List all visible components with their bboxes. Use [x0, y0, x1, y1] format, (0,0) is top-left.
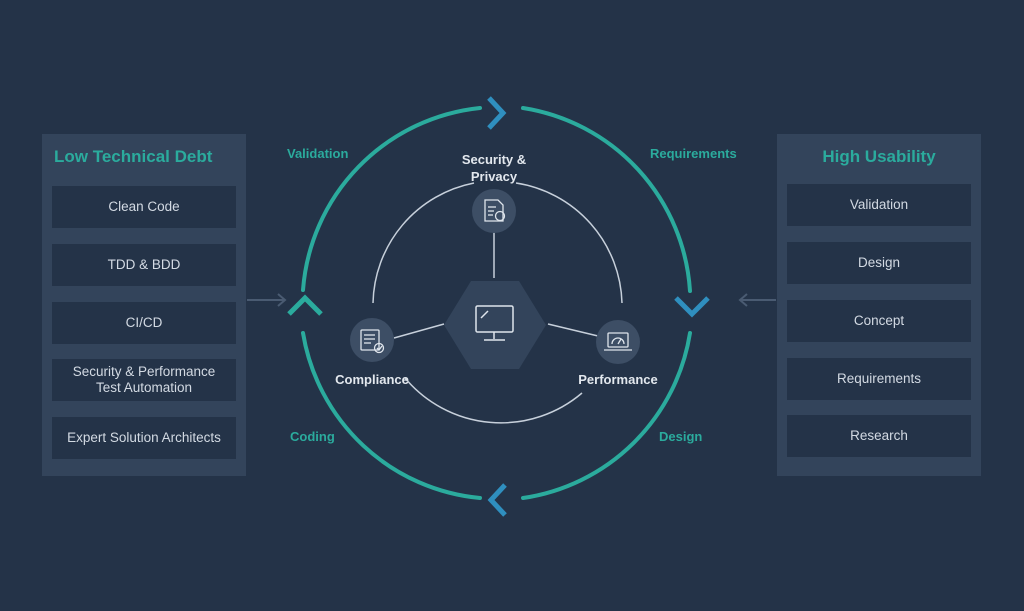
node-label-performance: Performance [578, 372, 658, 387]
arrow-left-icon [738, 293, 748, 307]
list-item-tdd-bdd: TDD & BDD [52, 244, 236, 286]
cycle-label-design: Design [659, 429, 703, 444]
list-item-design: Design [787, 242, 971, 284]
chevron-up-icon [287, 294, 323, 316]
panel-title: Low Technical Debt [54, 147, 213, 166]
inner-arc-right [515, 182, 623, 304]
inner-arc-bottom [404, 377, 583, 424]
chevron-left-icon [487, 483, 507, 517]
ring-arc-bottom-left [301, 331, 482, 500]
list-item-solution-architects: Expert Solution Architects [52, 417, 236, 459]
node-label-compliance: Compliance [335, 372, 409, 387]
list-item-test-automation: Security & Performance Test Automation [52, 359, 236, 401]
monitor-icon [475, 305, 514, 341]
laptop-gauge-icon [604, 332, 632, 351]
secure-document-icon [484, 199, 506, 222]
ring-arc-top-right [521, 106, 692, 293]
list-item-concept: Concept [787, 300, 971, 342]
ring-arc-bottom-right [521, 331, 692, 500]
chevron-right-icon [487, 96, 507, 130]
outer-cycle-ring [301, 106, 692, 500]
checklist-icon [360, 329, 385, 354]
spoke-right [547, 323, 599, 337]
spoke-left [393, 323, 445, 339]
high-usability-panel: High Usability Validation Design Concept… [777, 134, 981, 476]
performance-node-circle [596, 320, 640, 364]
compliance-node-circle [350, 318, 394, 362]
node-label-security-privacy: Security & Privacy [461, 152, 527, 184]
ring-arc-top-left [301, 106, 482, 292]
panel-title: High Usability [822, 147, 936, 166]
cycle-label-coding: Coding [290, 429, 335, 444]
chevron-down-icon [674, 296, 710, 318]
center-hexagon [444, 281, 546, 369]
list-item-research: Research [787, 415, 971, 457]
list-item-ci-cd: CI/CD [52, 302, 236, 344]
arrow-right-icon [277, 293, 287, 307]
cycle-label-validation: Validation [287, 146, 349, 161]
list-item-validation: Validation [787, 184, 971, 226]
inner-arc-left [372, 182, 475, 304]
low-technical-debt-panel: Low Technical Debt Clean Code TDD & BDD … [42, 134, 246, 476]
inner-circle [372, 182, 623, 424]
list-item-clean-code: Clean Code [52, 186, 236, 228]
cycle-label-requirements: Requirements [650, 146, 737, 161]
list-item-requirements: Requirements [787, 358, 971, 400]
